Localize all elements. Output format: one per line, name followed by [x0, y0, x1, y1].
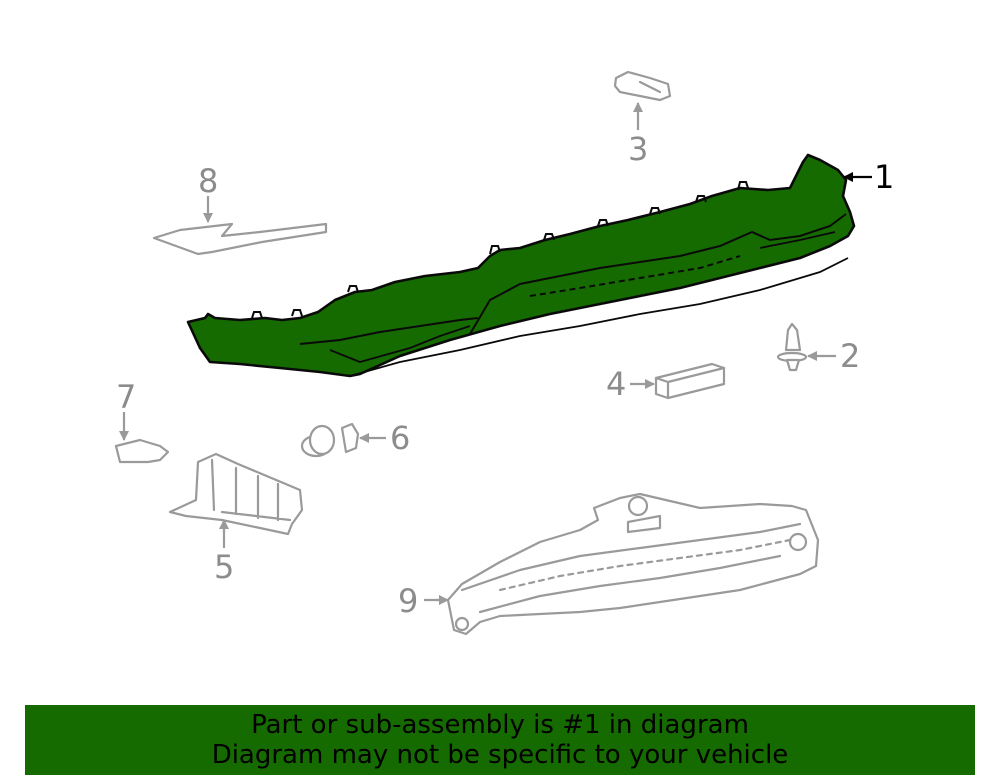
part-3-clip[interactable] [613, 70, 672, 102]
callout-2: 2 [840, 337, 860, 375]
part-2-push-clip[interactable] [776, 322, 808, 372]
part-9-lamp[interactable] [446, 492, 820, 636]
callout-8: 8 [198, 162, 218, 200]
callout-3: 3 [628, 130, 648, 168]
part-1-valance[interactable] [186, 153, 856, 378]
callout-6: 6 [390, 419, 410, 457]
banner-line-2: Diagram may not be specific to your vehi… [211, 740, 789, 770]
part-5-deflector[interactable] [168, 452, 304, 536]
callout-9: 9 [398, 582, 418, 620]
info-banner: Part or sub-assembly is #1 in diagram Di… [25, 705, 975, 775]
leader-arrows [119, 102, 872, 605]
callout-4: 4 [606, 365, 626, 403]
callout-5: 5 [214, 548, 234, 586]
callout-7: 7 [116, 378, 136, 416]
part-7-clip[interactable] [114, 438, 170, 464]
part-6-grommet[interactable] [300, 422, 360, 458]
banner-line-1: Part or sub-assembly is #1 in diagram [251, 710, 749, 740]
part-4-block[interactable] [654, 362, 726, 400]
callout-1: 1 [874, 158, 894, 196]
part-8-molding[interactable] [152, 222, 328, 256]
